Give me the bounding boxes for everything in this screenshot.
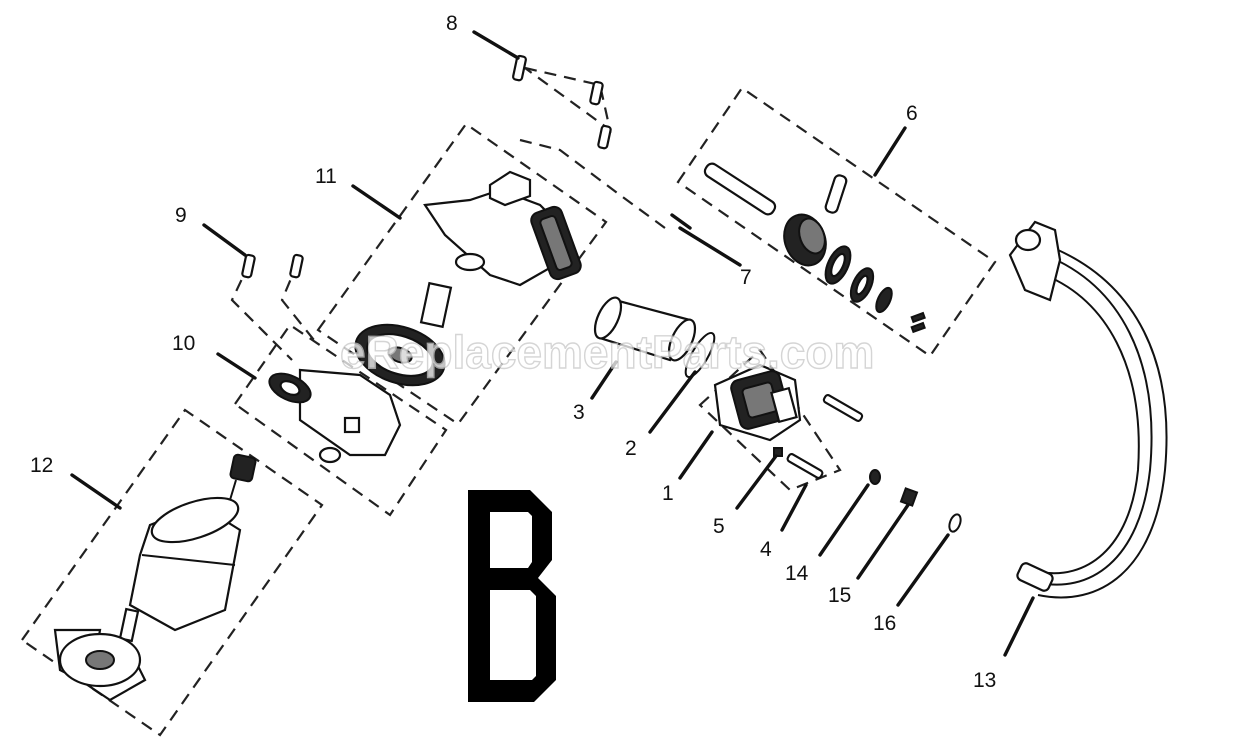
part-14-nut <box>869 469 881 485</box>
group-box-10 <box>233 323 448 517</box>
part-7-pin <box>670 213 692 230</box>
part-3-cylinder <box>593 296 697 362</box>
callout-14: 14 <box>785 562 809 585</box>
group-box-6 <box>676 86 997 358</box>
callout-7: 7 <box>740 266 752 289</box>
callout-6: 6 <box>906 102 918 125</box>
part-group-8-screws <box>512 54 612 150</box>
callout-1: 1 <box>662 482 674 505</box>
callout-15: 15 <box>828 584 851 607</box>
group-box-1 <box>698 348 842 492</box>
part-group-6 <box>703 162 926 334</box>
screw-9-group-line-b <box>280 261 319 346</box>
group-box-12 <box>20 408 324 737</box>
callout-5: 5 <box>713 515 725 538</box>
screw-9-group-line <box>230 261 293 361</box>
part-4-screw <box>822 394 864 422</box>
part-16-washer <box>948 513 962 533</box>
part-group-9-screws <box>241 253 304 279</box>
part-group-11 <box>354 170 582 387</box>
group-box-11 <box>316 122 608 426</box>
part-4-screw-b <box>786 453 824 479</box>
part-15-spring <box>899 487 919 507</box>
callout-13: 13 <box>973 669 996 692</box>
part-13-hose <box>1008 220 1168 599</box>
callout-11: 11 <box>315 165 337 188</box>
callout-4: 4 <box>760 538 772 561</box>
callout-10: 10 <box>172 332 195 355</box>
part-2-ring <box>684 331 716 379</box>
group-boxes <box>20 66 997 737</box>
watermark: eReplacementParts.com <box>340 326 874 378</box>
callout-3: 3 <box>573 401 585 424</box>
callout-2: 2 <box>625 437 637 460</box>
leader-lines <box>70 30 1035 657</box>
part-1-pump <box>713 363 802 442</box>
callout-8: 8 <box>446 12 458 35</box>
section-letter-b <box>468 490 556 702</box>
callout-12: 12 <box>30 454 53 477</box>
part-group-12 <box>53 453 257 702</box>
axis-line-7 <box>519 138 666 229</box>
part-5-pin <box>773 447 783 457</box>
callout-9: 9 <box>175 204 187 227</box>
callout-labels: 8 9 11 10 12 6 7 3 2 1 5 4 14 15 16 13 <box>30 12 996 692</box>
callout-16: 16 <box>873 612 896 635</box>
part-group-10 <box>268 368 402 464</box>
